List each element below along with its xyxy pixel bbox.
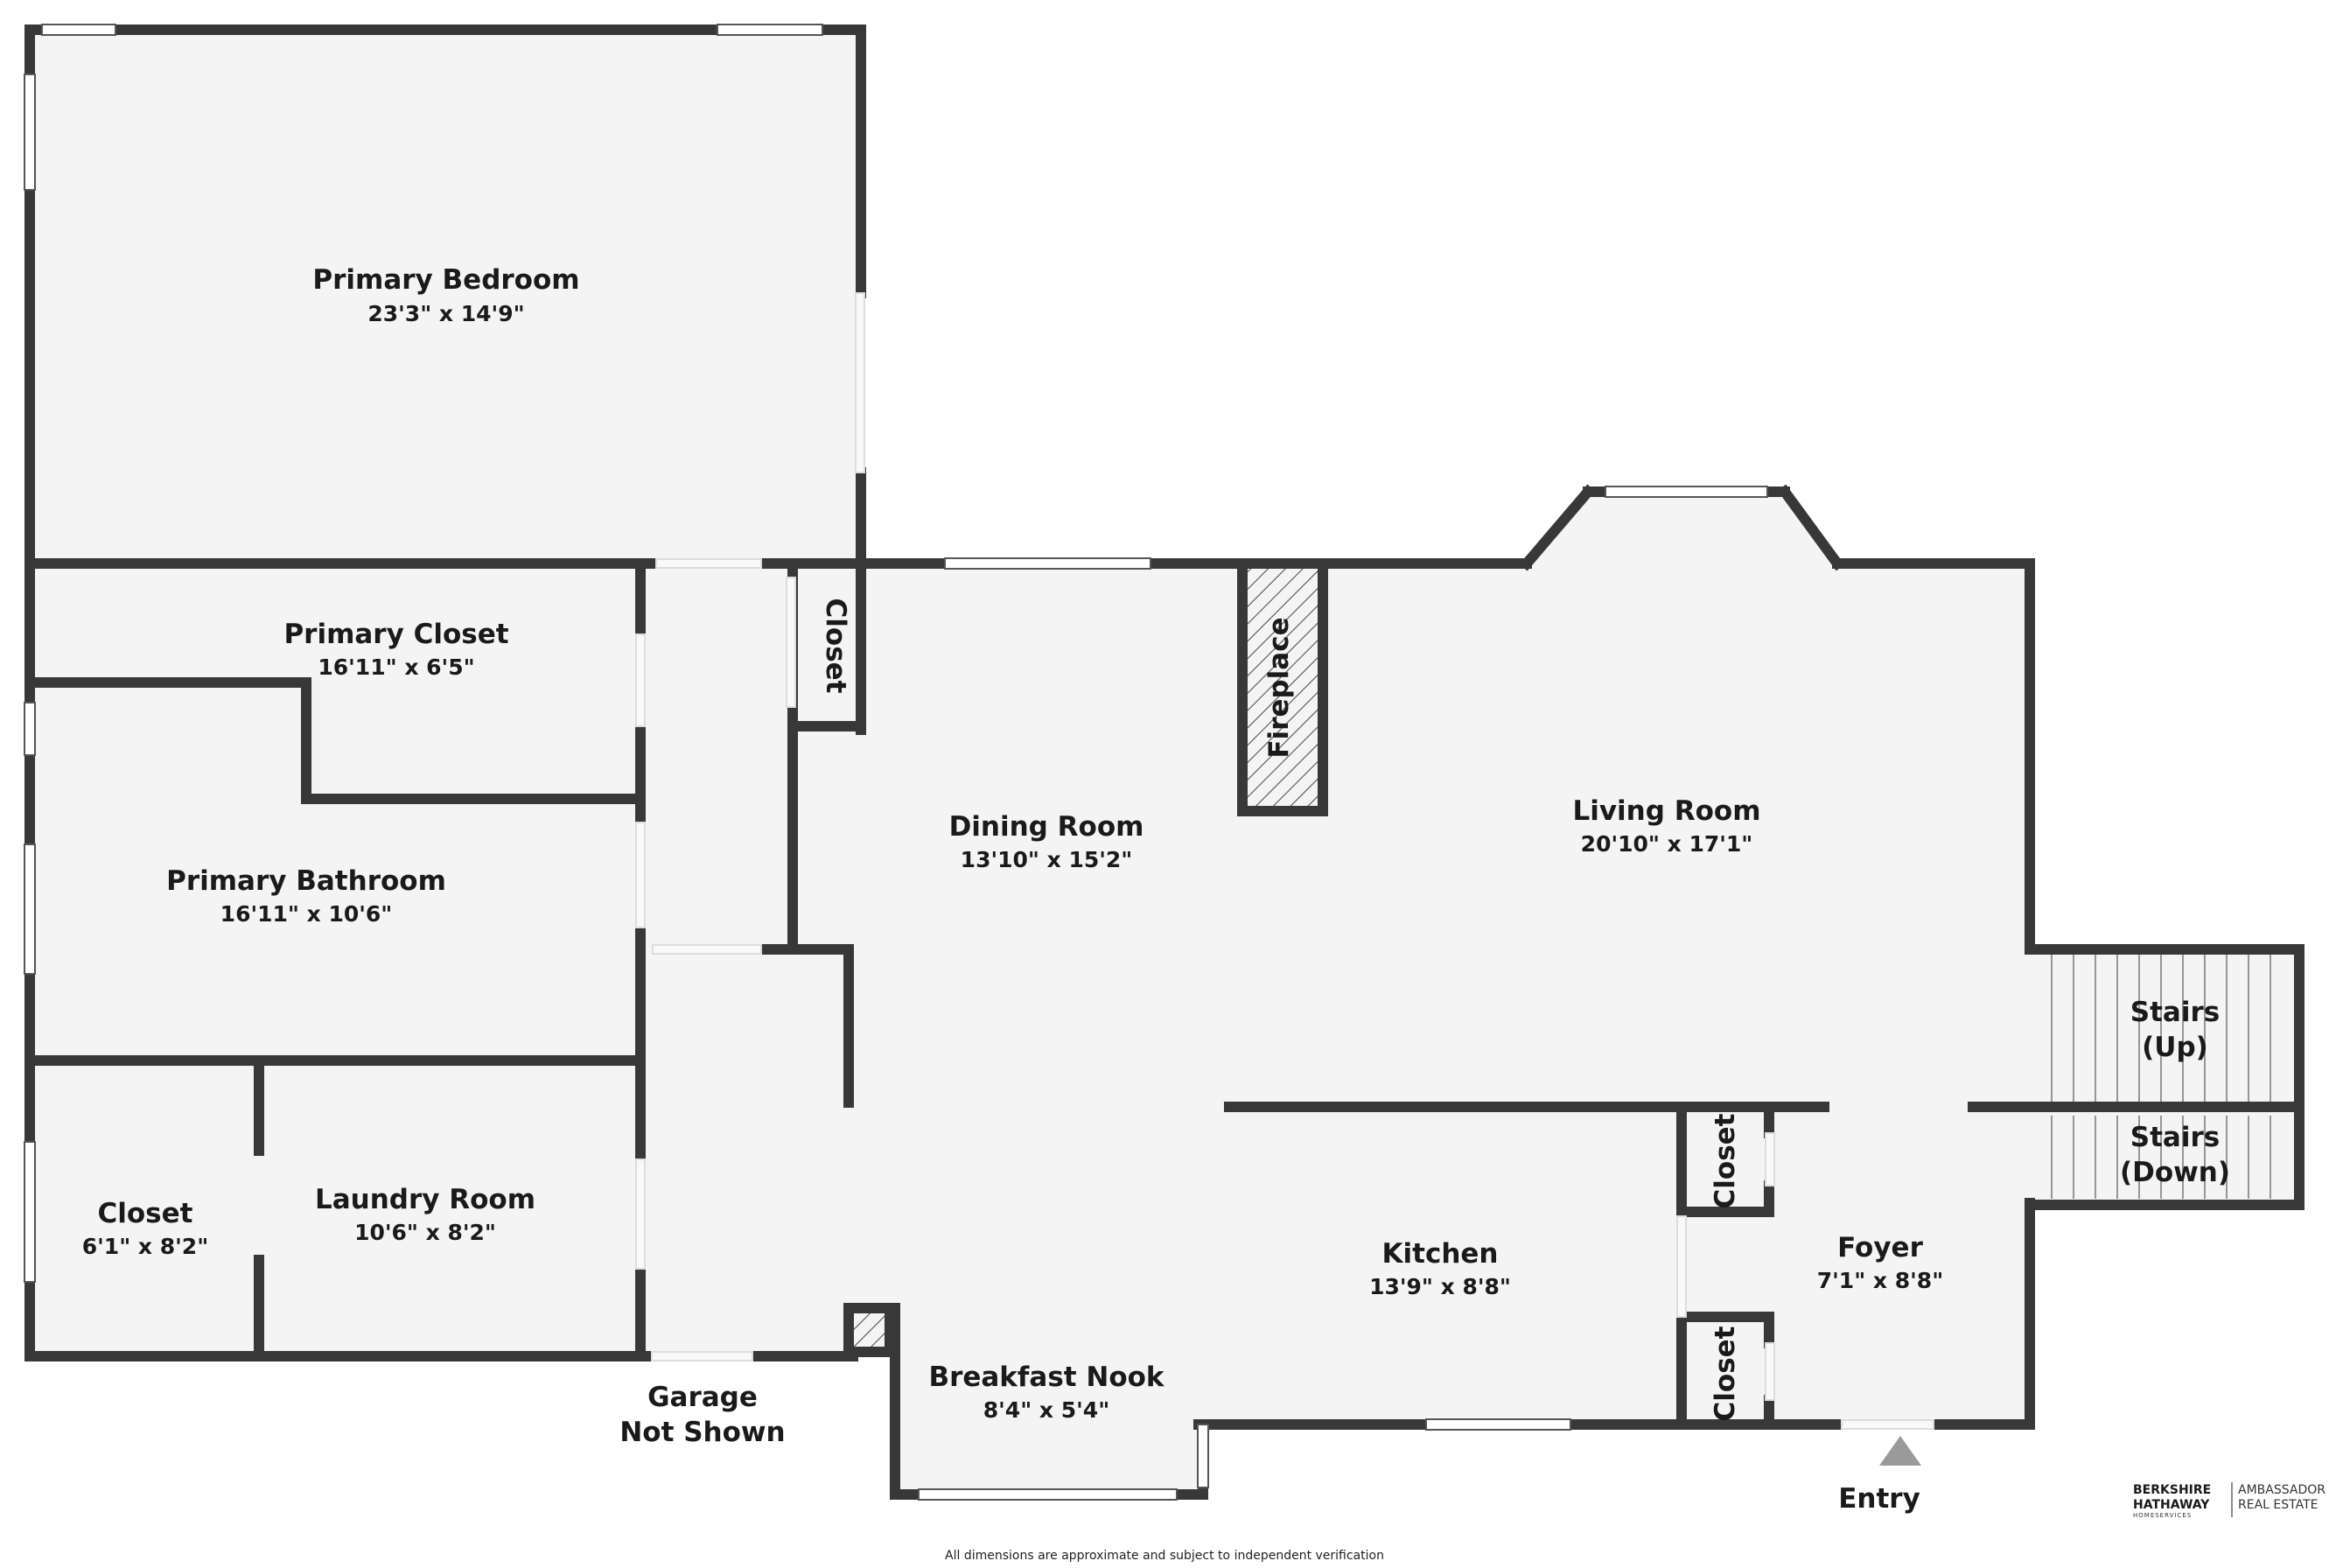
brand-logo: BERKSHIRE HATHAWAY HOMESERVICES AMBASSAD…: [2133, 1482, 2326, 1519]
brand-line-3: HOMESERVICES: [2133, 1512, 2192, 1519]
kitchen-dims: 13'9" x 8'8": [1369, 1274, 1511, 1299]
hall-closet-label: Closet: [820, 598, 851, 694]
laundry-room-label: Laundry Room: [315, 1184, 535, 1215]
foyer-closet-bottom-label: Closet: [1710, 1326, 1741, 1421]
laundry-room-dims: 10'6" x 8'2": [354, 1220, 496, 1245]
floor-primary-bedroom: [30, 30, 861, 564]
primary-bathroom-label: Primary Bathroom: [166, 865, 446, 897]
dining-room-dims: 13'10" x 15'2": [961, 847, 1133, 872]
foyer-dims: 7'1" x 8'8": [1817, 1268, 1943, 1293]
windows: [24, 24, 1768, 1501]
doorways: [635, 292, 1934, 1430]
closet-dims: 6'1" x 8'2": [82, 1234, 208, 1259]
brand-right-2: REAL ESTATE: [2238, 1498, 2319, 1512]
foyer-label: Foyer: [1837, 1232, 1923, 1264]
entry-arrow-icon: [1879, 1436, 1921, 1466]
closet-label: Closet: [98, 1198, 193, 1229]
room-labels: Primary Bedroom 23'3" x 14'9" Primary Cl…: [82, 264, 2230, 1563]
disclaimer-text: All dimensions are approximate and subje…: [945, 1549, 1384, 1563]
dining-room-label: Dining Room: [949, 811, 1144, 843]
brand-right-1: AMBASSADOR: [2238, 1483, 2326, 1497]
stairs-down: [2030, 1111, 2299, 1203]
stairs-up: [2030, 949, 2299, 1107]
breakfast-nook-dims: 8'4" x 5'4": [983, 1397, 1109, 1423]
floor-main: [861, 492, 2299, 1494]
breakfast-nook-label: Breakfast Nook: [928, 1362, 1164, 1393]
garage-label-1: Garage: [647, 1382, 758, 1413]
primary-closet-dims: 16'11" x 6'5": [318, 654, 474, 680]
kitchen-label: Kitchen: [1381, 1238, 1498, 1270]
living-room-dims: 20'10" x 17'1": [1581, 831, 1753, 857]
primary-bedroom-dims: 23'3" x 14'9": [367, 301, 524, 326]
foyer-closet-top-label: Closet: [1710, 1113, 1741, 1208]
garage-label-2: Not Shown: [619, 1417, 785, 1448]
living-room-label: Living Room: [1572, 795, 1760, 827]
stairs-down-label-1: Stairs: [2130, 1122, 2220, 1153]
stairs-down-label-2: (Down): [2120, 1157, 2230, 1188]
entry-label: Entry: [1838, 1483, 1920, 1515]
floor-areas: [30, 30, 2299, 1494]
floor-west-wing: [30, 564, 861, 1356]
primary-bathroom-dims: 16'11" x 10'6": [220, 901, 393, 927]
stairs-up-label-1: Stairs: [2130, 997, 2220, 1028]
brand-line-1: BERKSHIRE: [2133, 1483, 2211, 1497]
primary-bedroom-label: Primary Bedroom: [312, 264, 579, 296]
fireplace-label: Fireplace: [1263, 617, 1295, 758]
brand-line-2: HATHAWAY: [2133, 1498, 2210, 1512]
primary-closet-label: Primary Closet: [283, 619, 508, 650]
stairs-up-label-2: (Up): [2142, 1032, 2208, 1063]
